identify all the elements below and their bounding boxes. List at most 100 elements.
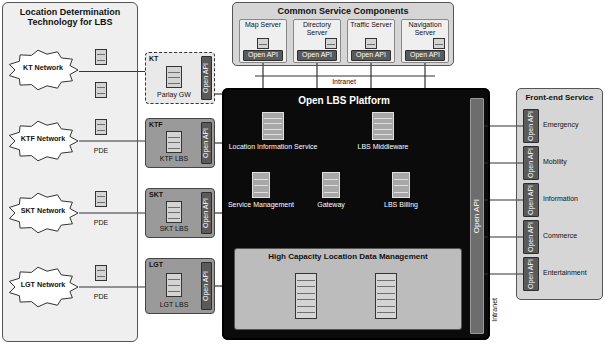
server-body — [296, 274, 317, 319]
text-slot: LGT LBS — [147, 301, 201, 309]
server-slot — [168, 285, 180, 286]
server-slot — [254, 185, 268, 186]
panel-fill — [232, 2, 454, 66]
server-slot — [97, 124, 105, 125]
server-slot — [374, 129, 392, 130]
open-api-bar: Open API — [201, 56, 212, 100]
server-slot — [264, 134, 282, 135]
text-label: Entertainment — [543, 269, 601, 277]
server-icon — [166, 273, 182, 297]
lbs-box: KTF KTF LBSOpen API — [145, 118, 215, 168]
connector-line — [79, 212, 145, 213]
server-icon — [95, 82, 107, 98]
server-icon — [95, 265, 107, 281]
server-slot — [324, 185, 338, 186]
open-api-bar: Open API — [523, 220, 539, 254]
text-slot: Service Management — [226, 201, 296, 209]
storage-box: High Capacity Location Data Management — [234, 248, 462, 330]
node-title: KT — [149, 55, 189, 63]
node-title: Open API — [527, 148, 535, 178]
server-body — [96, 83, 107, 98]
server-slot — [97, 270, 105, 271]
server-slot — [97, 93, 105, 94]
text-label: Intranet — [330, 78, 358, 86]
text-label: Service Management — [226, 201, 296, 209]
region-panel: Location Determination Technology for LB… — [2, 2, 138, 342]
text-slot: SKT LBS — [147, 225, 201, 233]
server-slot — [374, 123, 392, 124]
server-body — [326, 39, 337, 49]
node-title: Open API — [202, 198, 210, 228]
open-api-bar: Open API — [201, 122, 212, 164]
text-slot: Intranet — [491, 298, 505, 322]
server-body — [167, 67, 182, 88]
server-slot — [168, 72, 180, 73]
server-slot — [264, 123, 282, 124]
text-label: LBS Middleware — [338, 143, 428, 151]
open-api-bar: Open API — [297, 50, 337, 61]
server-slot — [377, 312, 395, 313]
node-title: SKT Network — [7, 207, 79, 215]
network-cloud: SKT Network — [7, 192, 79, 234]
node-label: LGT LBS — [147, 301, 201, 309]
node-title: LGT — [149, 261, 189, 269]
server-body — [167, 274, 182, 297]
server-body — [96, 50, 107, 65]
server-icon — [166, 66, 182, 88]
text-slot: Parlay GW — [147, 91, 201, 99]
text-slot: KTF — [149, 121, 189, 129]
server-body — [323, 173, 340, 198]
node-title: Map Server — [241, 21, 285, 29]
node-title: Open API — [202, 128, 210, 158]
server-slot — [254, 192, 268, 193]
open-api-bar: Open API — [405, 50, 445, 61]
connector-line — [79, 286, 145, 287]
server-icon — [322, 172, 340, 198]
node-title: Open API — [302, 51, 332, 59]
text-label: PDE — [84, 293, 118, 301]
node-label: KTF LBS — [147, 155, 201, 163]
text-slot: Location Determination Technology for LB… — [5, 7, 135, 28]
server-icon — [325, 38, 337, 49]
server-slot — [297, 312, 315, 313]
server-icon — [295, 273, 317, 319]
server-body — [258, 39, 269, 49]
server-slot — [97, 87, 105, 88]
text-slot: Directory Server — [295, 21, 339, 37]
node-title: SKT — [149, 191, 189, 199]
text-slot: Location Information Service — [228, 143, 318, 151]
text-slot: Emergency — [543, 121, 601, 129]
server-slot — [374, 134, 392, 135]
open-api-bar: Open API — [243, 50, 283, 61]
server-slot — [297, 286, 315, 287]
open-api-bar: Open API — [201, 262, 212, 310]
node-title: KTF Network — [7, 135, 79, 143]
open-api-bar: Open API — [523, 183, 539, 217]
server-slot — [168, 291, 180, 292]
server-slot — [374, 118, 392, 119]
text-slot: PDE — [84, 219, 118, 227]
platform-fill — [222, 88, 490, 340]
node-title: KT Network — [7, 64, 79, 72]
gateway-box: KT Parlay GWOpen API — [145, 52, 215, 104]
server-slot — [168, 77, 180, 78]
text-label: PDE — [84, 147, 118, 155]
text-slot: SKT — [149, 191, 189, 199]
node-title: Open API — [248, 51, 278, 59]
region-panel: Front-end ServiceOpen API Open API Open AP… — [516, 88, 603, 300]
text-label: Mobility — [543, 158, 601, 166]
server-slot — [327, 44, 335, 45]
text-slot: LGT — [149, 261, 189, 269]
server-slot — [297, 293, 315, 294]
text-slot: LGT Network — [7, 281, 79, 289]
server-icon — [392, 172, 410, 198]
server-slot — [97, 60, 105, 61]
intranet-bus — [255, 75, 435, 76]
node-title: Front-end Service — [517, 93, 602, 102]
server-slot — [367, 44, 375, 45]
server-slot — [97, 54, 105, 55]
server-icon — [95, 119, 107, 135]
server-slot — [297, 280, 315, 281]
server-slot — [97, 196, 105, 197]
server-icon — [166, 131, 182, 153]
